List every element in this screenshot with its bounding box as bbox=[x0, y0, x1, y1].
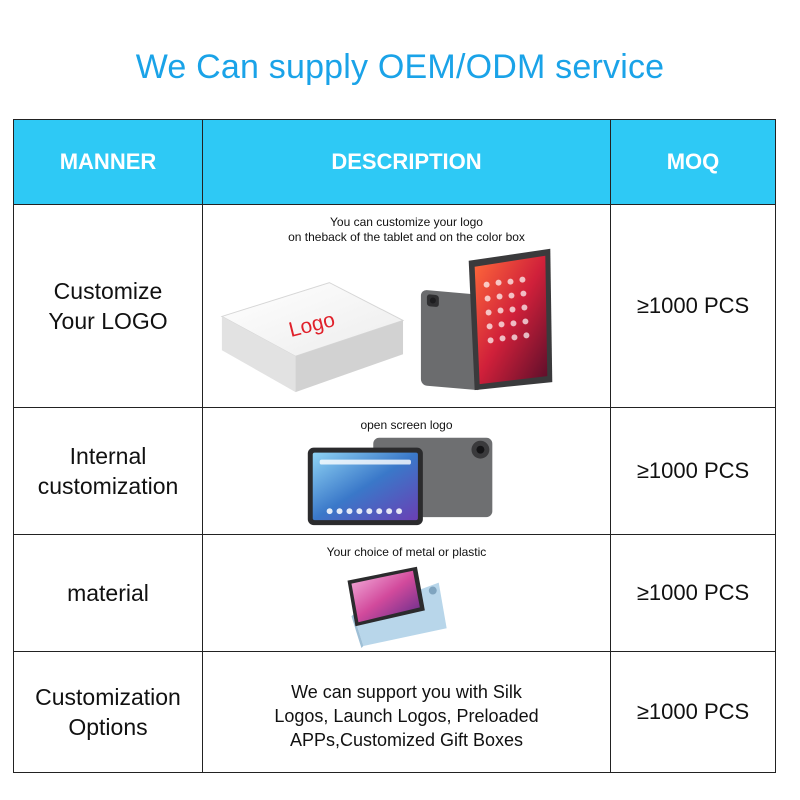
description-line: APPs,Customized Gift Boxes bbox=[289, 730, 524, 750]
header-description: DESCRIPTION bbox=[202, 119, 611, 205]
header-moq: MOQ bbox=[610, 119, 776, 205]
manner-line: customization bbox=[37, 473, 179, 499]
description-cell: Your choice of metal or plastic bbox=[202, 534, 611, 652]
manner-cell: Customize Your LOGO bbox=[13, 204, 203, 408]
tablet-back-image bbox=[373, 437, 493, 518]
manner-line: material bbox=[67, 580, 149, 606]
box-logo-text: Logo bbox=[287, 308, 338, 342]
tablet-front-image bbox=[307, 447, 423, 526]
manner-line: Options bbox=[68, 714, 148, 740]
header-manner: MANNER bbox=[13, 119, 203, 205]
moq-cell: ≥1000 PCS bbox=[610, 651, 776, 773]
description-text: We can support you with Silk Logos, Laun… bbox=[203, 652, 610, 752]
description-cell: open screen logo bbox=[202, 407, 611, 535]
manner-cell: material bbox=[13, 534, 203, 652]
tablet-front-pink-image bbox=[347, 566, 425, 627]
description-cell: You can customize your logo on theback o… bbox=[202, 204, 611, 408]
tablet-back-image bbox=[420, 290, 483, 391]
table-header-row: MANNER DESCRIPTION MOQ bbox=[13, 119, 776, 205]
page-title: We Can supply OEM/ODM service bbox=[135, 48, 665, 86]
oem-service-table: MANNER DESCRIPTION MOQ Customize Your LO… bbox=[13, 119, 776, 773]
table-row: Customization Options We can support you… bbox=[13, 651, 776, 773]
moq-cell: ≥1000 PCS bbox=[610, 204, 776, 408]
description-line: Logos, Launch Logos, Preloaded bbox=[274, 706, 539, 726]
description-caption: Your choice of metal or plastic bbox=[203, 535, 610, 560]
moq-cell: ≥1000 PCS bbox=[610, 407, 776, 535]
caption-line: open screen logo bbox=[360, 418, 453, 432]
table-row: Customize Your LOGO You can customize yo… bbox=[13, 204, 776, 408]
manner-cell: Customization Options bbox=[13, 651, 203, 773]
tablet-front-image bbox=[468, 248, 553, 391]
caption-line: You can customize your logo bbox=[330, 215, 483, 229]
description-caption: You can customize your logo on theback o… bbox=[203, 205, 610, 245]
moq-cell: ≥1000 PCS bbox=[610, 534, 776, 652]
gift-box-image: Logo bbox=[220, 282, 405, 393]
table-row: Internal customization open screen logo bbox=[13, 407, 776, 535]
description-caption: open screen logo bbox=[203, 408, 610, 433]
manner-line: Customize bbox=[53, 278, 163, 304]
table-row: material Your choice of metal or plastic bbox=[13, 534, 776, 652]
manner-line: Internal bbox=[69, 443, 147, 469]
manner-line: Customization bbox=[35, 684, 181, 710]
manner-cell: Internal customization bbox=[13, 407, 203, 535]
description-line: We can support you with Silk bbox=[291, 682, 522, 702]
tablet-back-light-blue-image bbox=[351, 582, 447, 649]
manner-line: Your LOGO bbox=[48, 308, 168, 334]
caption-line: on theback of the tablet and on the colo… bbox=[288, 230, 525, 244]
description-cell: We can support you with Silk Logos, Laun… bbox=[202, 651, 611, 773]
caption-line: Your choice of metal or plastic bbox=[326, 545, 487, 559]
